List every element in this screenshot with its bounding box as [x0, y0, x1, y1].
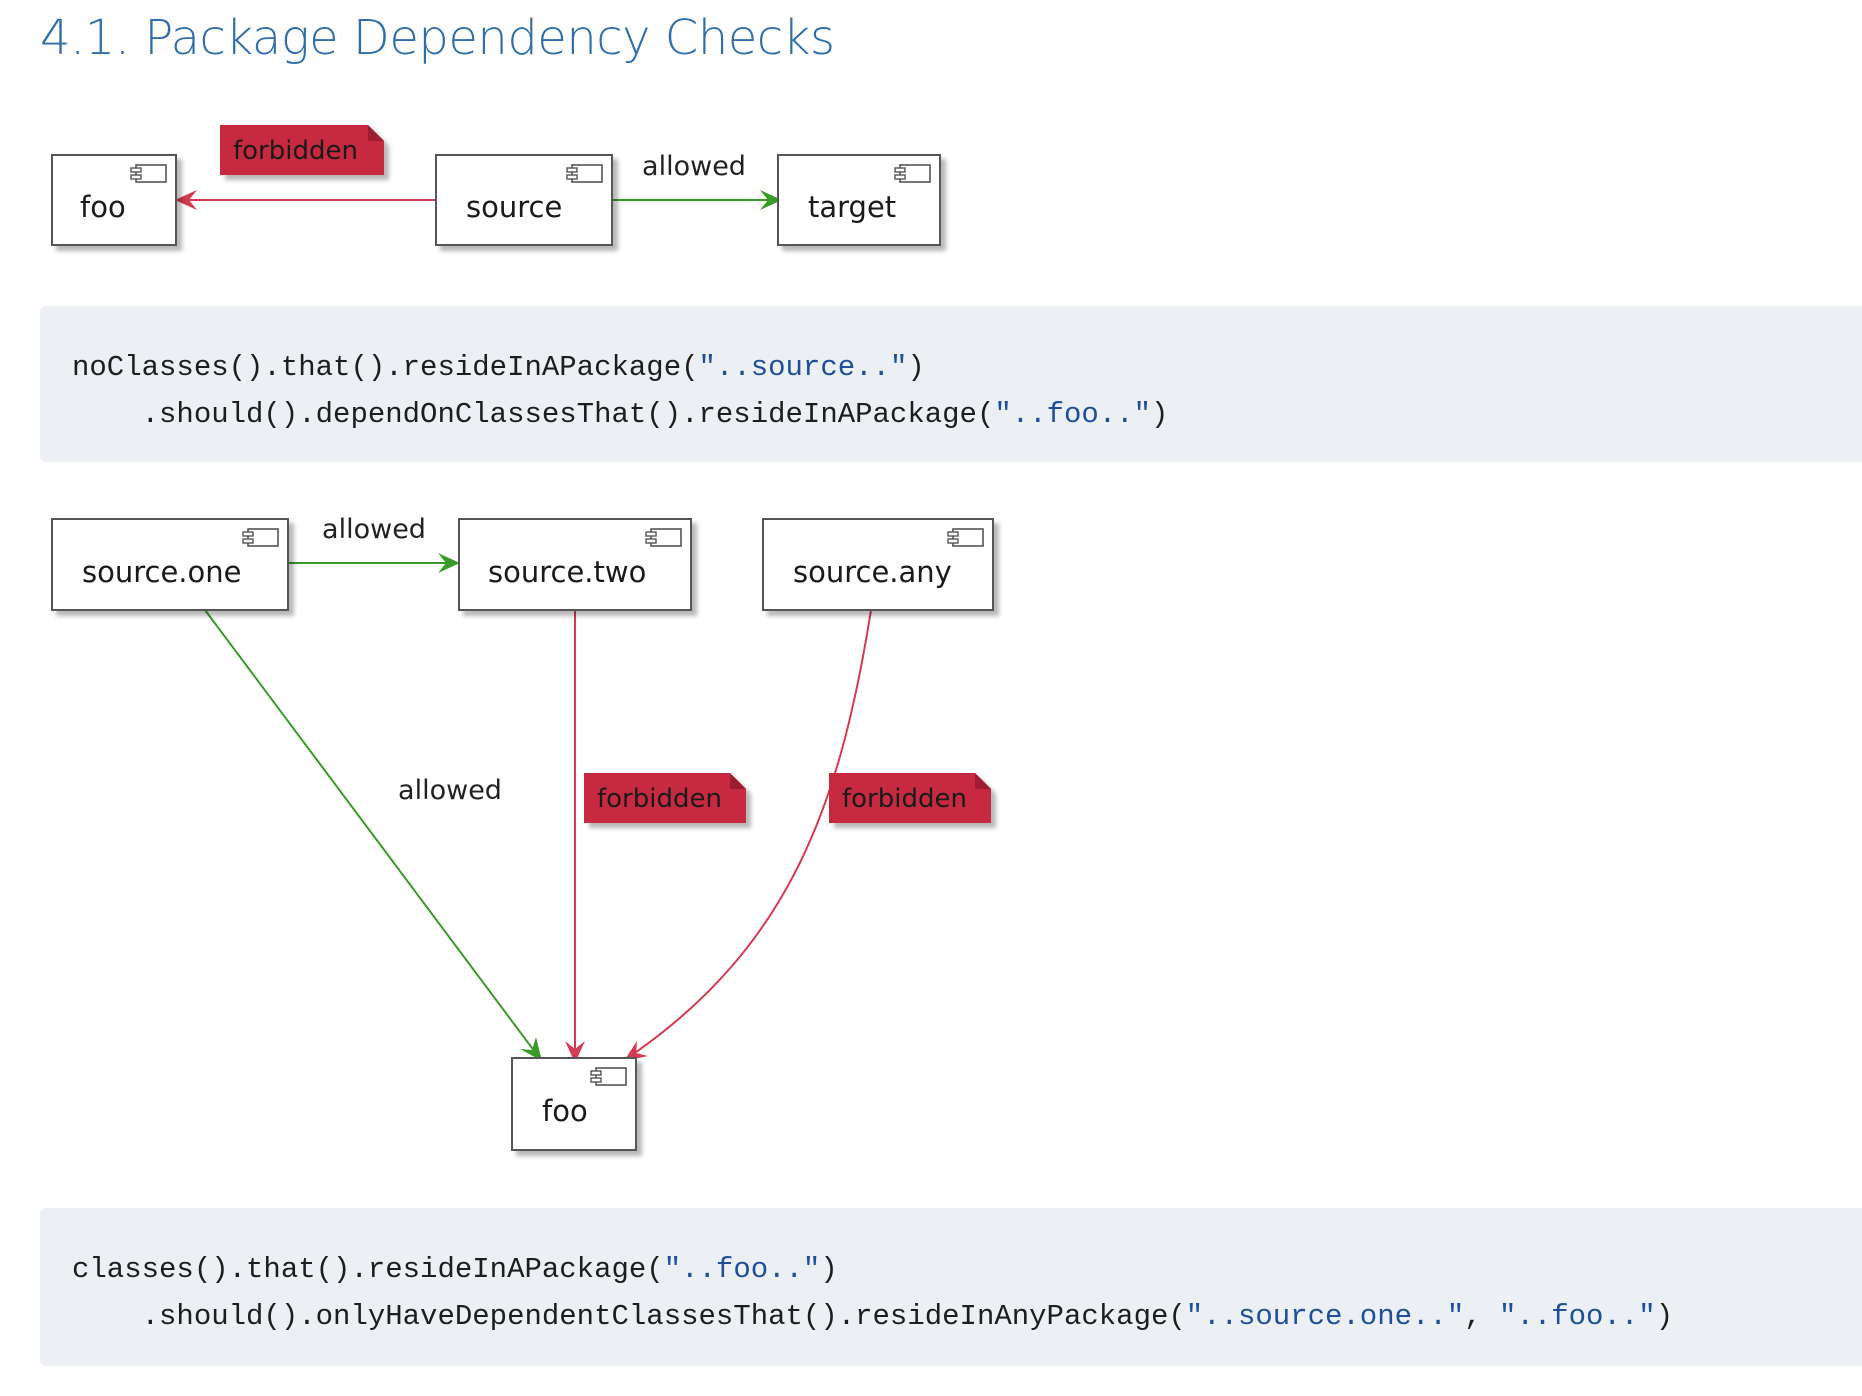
section-title: 4.1. Package Dependency Checks [40, 10, 835, 66]
node-label-source-one: source.one [82, 555, 242, 589]
component-icon [590, 1067, 627, 1086]
code-line-1: noClasses().that().resideInAPackage("..s… [72, 351, 925, 384]
string-literal: "..foo.." [994, 398, 1151, 431]
note-forbidden [220, 125, 384, 175]
node-label-source: source [466, 190, 562, 224]
code-block-classes: classes().that().resideInAPackage("..foo… [40, 1208, 1862, 1366]
package-node-target: target [777, 154, 941, 246]
code-line-1: classes().that().resideInAPackage("..foo… [72, 1253, 838, 1286]
package-node-source-two: source.two [458, 518, 692, 611]
dependency-diagram-2: allowed allowed forbidden forbidden sour… [51, 514, 994, 1151]
node-label-foo: foo [542, 1094, 588, 1128]
note-forbidden-label: forbidden [233, 136, 358, 166]
edge-source-any-to-foo-forbidden [624, 609, 872, 1061]
component-icon [947, 528, 984, 547]
code-line-2: .should().onlyHaveDependentClassesThat()… [72, 1300, 1674, 1333]
component-icon [566, 164, 603, 183]
note-forbidden [584, 773, 746, 823]
note-forbidden-label: forbidden [842, 784, 967, 814]
package-node-source-any: source.any [762, 518, 994, 611]
node-label-source-two: source.two [488, 555, 646, 589]
string-literal: "..foo.." [1499, 1300, 1656, 1333]
node-label-target: target [808, 190, 896, 224]
edge-source-to-foo-forbidden [175, 190, 436, 210]
edge-source-one-to-foo-allowed [204, 609, 542, 1061]
code-line-2: .should().dependOnClassesThat().resideIn… [72, 398, 1169, 431]
node-label-foo: foo [80, 190, 126, 224]
code-block-no-classes: noClasses().that().resideInAPackage("..s… [40, 306, 1862, 462]
component-icon [645, 528, 682, 547]
note-forbidden [829, 773, 991, 823]
edge-source-to-target-allowed [612, 190, 782, 210]
edge-source-two-to-foo-forbidden [565, 610, 585, 1063]
package-node-foo: foo [51, 154, 177, 246]
note-forbidden-label: forbidden [597, 784, 722, 814]
string-literal: "..source.." [698, 351, 908, 384]
edge-label-allowed: allowed [398, 775, 502, 806]
string-literal: "..source.one.." [1185, 1300, 1465, 1333]
package-node-source: source [435, 154, 613, 246]
component-icon [894, 164, 931, 183]
component-icon [242, 528, 279, 547]
package-node-foo: foo [511, 1057, 637, 1151]
edge-label-allowed: allowed [642, 151, 746, 182]
package-node-source-one: source.one [51, 518, 289, 611]
node-label-source-any: source.any [793, 555, 952, 589]
string-literal: "..foo.." [663, 1253, 821, 1286]
dependency-diagram-1: allowed forbidden foo source ta [51, 125, 941, 246]
edge-label-allowed: allowed [322, 514, 426, 545]
edge-source-one-to-source-two-allowed [288, 553, 460, 573]
component-icon [130, 164, 167, 183]
